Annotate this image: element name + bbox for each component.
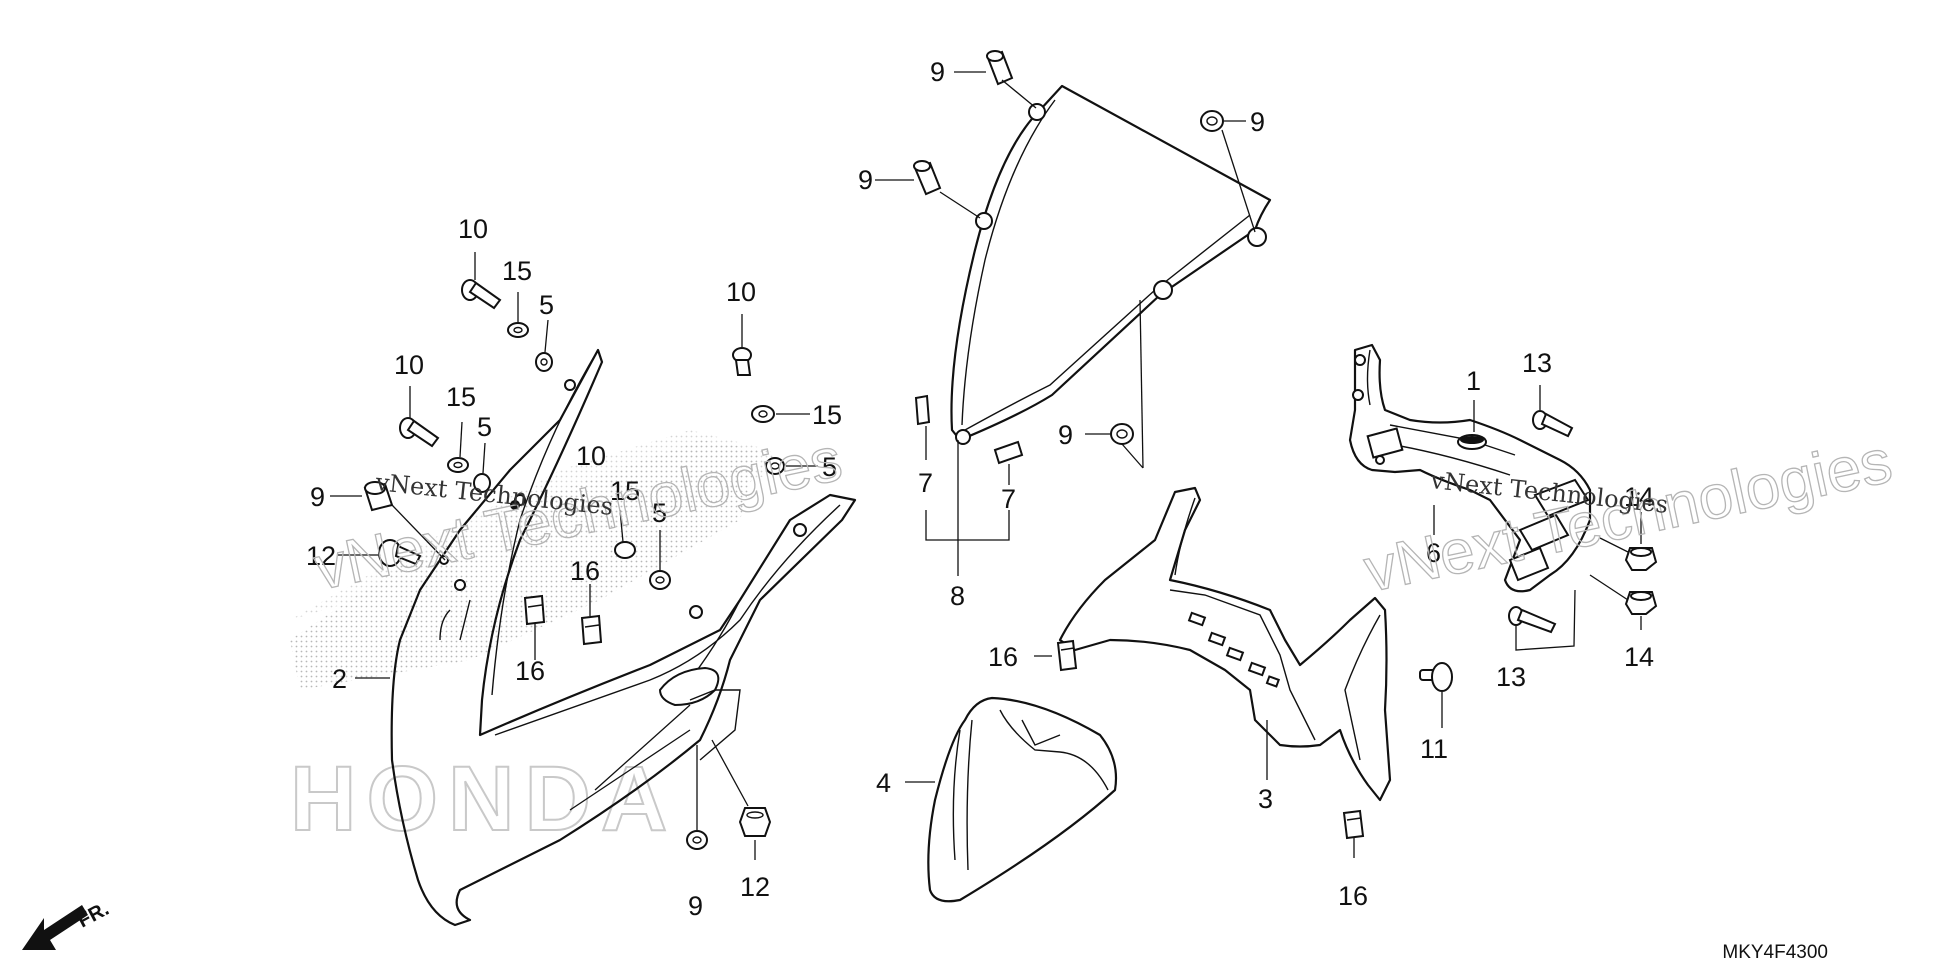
grommet-icon — [330, 481, 446, 561]
cap-nut-icon — [1624, 512, 1658, 571]
callout-9: 9 — [930, 57, 945, 87]
nut-icon — [649, 530, 671, 590]
grommet-icon — [686, 745, 708, 850]
callout-9: 9 — [1250, 107, 1265, 137]
grommet-icon — [986, 50, 1014, 86]
callout-16: 16 — [515, 656, 545, 686]
callout-9: 9 — [858, 165, 873, 195]
callout-16: 16 — [570, 556, 600, 586]
bolt-icon — [732, 314, 752, 376]
clip-nut-icon — [1342, 809, 1365, 840]
callout-4: 4 — [876, 768, 891, 798]
callout-labels: 9 9 9 9 9 9 7 7 8 10 10 10 10 15 15 15 1… — [306, 57, 1654, 921]
upper-cowl-part — [355, 348, 857, 927]
cap-nut-icon — [1624, 591, 1658, 630]
washer-icon — [614, 509, 636, 559]
callout-13: 13 — [1522, 348, 1552, 378]
callout-5: 5 — [539, 290, 554, 320]
callout-11: 11 — [1420, 734, 1448, 764]
bolt-icon — [1508, 589, 1576, 651]
callout-15: 15 — [812, 400, 842, 430]
washer-icon — [507, 292, 529, 338]
callout-2: 2 — [332, 664, 347, 694]
callout-1: 1 — [1466, 366, 1481, 396]
nut-icon — [473, 442, 491, 493]
screw-icon — [711, 739, 772, 860]
callout-5: 5 — [652, 498, 667, 528]
callout-10: 10 — [576, 441, 606, 471]
fairing-stay-part — [1034, 486, 1392, 802]
callout-8: 8 — [950, 581, 965, 611]
diagram-code: MKY4F4300 — [1722, 942, 1828, 963]
inner-panel-part — [905, 696, 1118, 903]
washer-icon — [447, 421, 469, 473]
nut-icon — [765, 457, 818, 475]
callout-7: 7 — [918, 468, 933, 498]
callout-15: 15 — [502, 256, 532, 286]
screw-icon — [338, 539, 422, 567]
callout-3: 3 — [1258, 784, 1273, 814]
callout-14: 14 — [1624, 642, 1654, 672]
rivet-icon — [1419, 662, 1453, 728]
ghost-background: HONDA — [289, 430, 780, 851]
callout-6: 6 — [1426, 538, 1441, 568]
callout-10: 10 — [394, 350, 424, 380]
bolt-icon — [461, 252, 502, 310]
clip-icon — [993, 440, 1024, 465]
clip-nut-icon — [1056, 639, 1078, 672]
callout-16: 16 — [988, 642, 1018, 672]
callout-7: 7 — [1001, 484, 1016, 514]
washer-icon — [751, 405, 810, 423]
callout-10: 10 — [726, 277, 756, 307]
windscreen-part — [950, 84, 1272, 445]
callout-5: 5 — [822, 452, 837, 482]
callout-9: 9 — [310, 482, 325, 512]
callout-10: 10 — [458, 214, 488, 244]
clip-icon — [914, 394, 931, 426]
callout-9: 9 — [688, 891, 703, 921]
callout-16: 16 — [1338, 881, 1368, 911]
front-direction-label: FR. — [74, 898, 113, 933]
grommet-icon — [1110, 423, 1134, 445]
callout-9: 9 — [1058, 420, 1073, 450]
watermark-text: vNext Technologies — [1359, 427, 1898, 606]
bolt-icon — [399, 386, 440, 448]
clip-nut-icon — [580, 584, 603, 646]
front-direction-arrow-icon — [22, 905, 88, 950]
clip-nut-icon — [523, 594, 546, 660]
callout-5: 5 — [477, 412, 492, 442]
front-arrow: FR. — [22, 898, 113, 950]
mount-bracket-part — [1348, 343, 1592, 593]
rubber-cushion-icon — [1457, 400, 1487, 450]
grommet-icon — [1200, 110, 1224, 132]
callout-15: 15 — [446, 382, 476, 412]
callout-13: 13 — [1496, 662, 1526, 692]
nut-icon — [535, 319, 553, 372]
callout-12: 12 — [740, 872, 770, 902]
callout-14: 14 — [1624, 482, 1654, 512]
bolt-icon — [1532, 385, 1574, 438]
ghost-brand-text: HONDA — [290, 748, 677, 850]
callout-15: 15 — [610, 476, 640, 506]
windscreen-leaders — [875, 71, 1256, 576]
callout-12: 12 — [306, 541, 336, 571]
grommet-icon — [913, 160, 942, 196]
